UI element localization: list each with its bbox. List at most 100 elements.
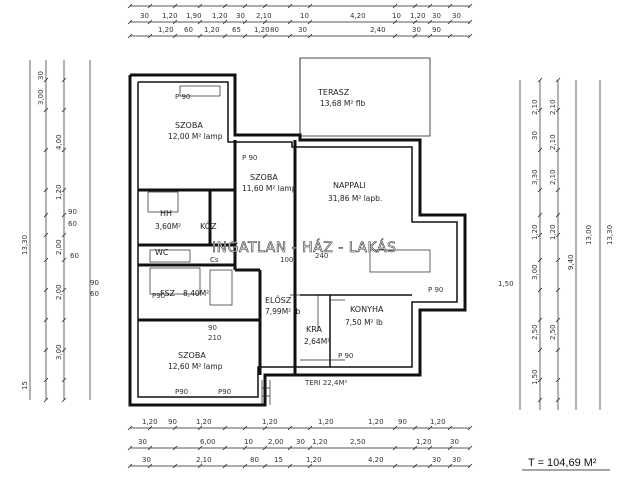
room-wc-name: WC <box>155 248 169 257</box>
right-dim-6: 3,00 <box>531 264 539 280</box>
bottom-dim-3: 1,20 <box>196 418 212 426</box>
bottom-dim-8: 1,20 <box>430 418 446 426</box>
room-fsz-area: 8,40M² <box>183 289 209 298</box>
bottom-dim-4: 1,20 <box>262 418 278 426</box>
right-dim-13: 13,00 <box>585 225 593 245</box>
room-kra-area: 2,64M² <box>304 337 330 346</box>
watermark-text: INGATLAN - HÁZ - LAKÁS <box>212 239 396 256</box>
left-dim-5: 60 <box>68 220 77 228</box>
top-dim-6: 2,10 <box>256 12 272 20</box>
bottom2-dim-5: 30 <box>296 438 305 446</box>
top2-dim-4: 65 <box>232 26 241 34</box>
right-dim-1: 2,10 <box>531 99 539 115</box>
room-labels: TERASZ 13,68 M² flb SZOBA 12,00 M² lamp … <box>155 88 384 371</box>
right-dim-3: 30 <box>531 131 539 140</box>
bottom-dim-5: 1,20 <box>318 418 334 426</box>
bottom2-dim-7: 2,50 <box>350 438 366 446</box>
top-dim-3: 1,90 <box>186 12 202 20</box>
top-dimension-lines <box>127 3 473 39</box>
right-dim-16: 1,50 <box>531 369 539 385</box>
bottom3-dim-8: 30 <box>452 456 461 464</box>
exterior-walls <box>128 73 467 407</box>
bottom-dim-2: 90 <box>168 418 177 426</box>
misc-cs: Cs <box>210 256 219 264</box>
top-dim-1: 30 <box>140 12 149 20</box>
bottom-dim-7: 90 <box>398 418 407 426</box>
room-terasz-name: TERASZ <box>317 88 350 97</box>
bottom3-dim-5: 1,20 <box>306 456 322 464</box>
bottom2-dim-9: 30 <box>450 438 459 446</box>
right-dim-5: 1,20 <box>531 224 539 240</box>
top-dim-2: 1,20 <box>162 12 178 20</box>
top2-dim-7: 30 <box>298 26 307 34</box>
left-dim-13: 15 <box>21 381 29 390</box>
interior-walls <box>138 140 412 375</box>
room-hh-name: HH <box>160 209 172 218</box>
bottom3-dim-1: 30 <box>142 456 151 464</box>
bottom2-dim-4: 2,00 <box>268 438 284 446</box>
right-dim-14: 13,30 <box>606 225 614 245</box>
left-dim-8: 60 <box>90 290 99 298</box>
misc-ter: TERI 22,4M² <box>304 379 347 387</box>
bottom-dim-6: 1,20 <box>368 418 384 426</box>
bottom3-dim-6: 4,20 <box>368 456 384 464</box>
bottom3-dim-3: 80 <box>250 456 259 464</box>
bottom3-dim-4: 15 <box>274 456 283 464</box>
room-szoba3-name: SZOBA <box>178 351 206 360</box>
top-dim-12: 30 <box>452 12 461 20</box>
top2-dim-9: 30 <box>412 26 421 34</box>
misc-ablak: 90 <box>208 324 217 332</box>
left-dim-6: 2,00 <box>55 284 63 300</box>
top-dim-4: 1,20 <box>212 12 228 20</box>
opening-p90-fsz: P90 <box>152 292 165 300</box>
top2-dim-3: 1,20 <box>204 26 220 34</box>
room-fsz-name: FSZ <box>160 289 176 298</box>
left-dim-1: 3,00 <box>37 89 45 105</box>
bottom2-dim-2: 6,00 <box>200 438 216 446</box>
room-szoba1-name: SZOBA <box>175 121 203 130</box>
side-dimension-lines <box>29 60 601 410</box>
terrace <box>299 57 431 137</box>
misc-fp: 240 <box>315 252 328 260</box>
right-dim-2: 2,10 <box>549 99 557 115</box>
room-nappali-area: 31,86 M² lapb. <box>328 194 382 203</box>
room-konyha-area: 7,50 M² lb <box>345 318 383 327</box>
room-koz-name: KÖZ <box>200 221 217 231</box>
bottom-dim-1: 1,20 <box>142 418 158 426</box>
bottom2-dim-8: 1,20 <box>416 438 432 446</box>
right-dim-7: 2,50 <box>531 324 539 340</box>
right-dimension-labels: 2,10 2,10 30 3,30 1,20 3,00 2,50 2,10 2,… <box>498 99 614 385</box>
opening-p90-bottom-left: P90 <box>175 388 188 396</box>
room-konyha-name: KONYHA <box>350 305 384 314</box>
right-dim-4: 3,30 <box>531 169 539 185</box>
room-elosz-name: ELŐSZ <box>265 295 292 305</box>
top-dim-7: 10 <box>300 12 309 20</box>
left-dim-12: 13,30 <box>21 235 29 255</box>
misc-ajto: P 90 <box>242 154 257 162</box>
room-hh-area: 3,60M² <box>155 222 181 231</box>
bottom3-dim-7: 30 <box>432 456 441 464</box>
top-dim-9: 10 <box>392 12 401 20</box>
opening-p90-kitchen: P 90 <box>338 352 353 360</box>
opening-p90-bottom-right: P90 <box>218 388 231 396</box>
room-terasz-area: 13,68 M² flb <box>320 99 365 108</box>
right-dim-10: 1,20 <box>549 224 557 240</box>
top2-dim-6: 80 <box>270 26 279 34</box>
right-dim-9: 2,10 <box>549 169 557 185</box>
left-dim-2: 4,00 <box>55 134 63 150</box>
bottom2-dim-3: 10 <box>244 438 253 446</box>
misc-loft: 100 <box>280 256 293 264</box>
top-dim-8: 4,20 <box>350 12 366 20</box>
top-dim-10: 1,20 <box>410 12 426 20</box>
right-dim-11: 1,50 <box>498 280 514 288</box>
opening-p90-top: P 90 <box>175 93 190 101</box>
bottom3-dim-2: 2,10 <box>196 456 212 464</box>
left-dim-9: 60 <box>70 252 79 260</box>
room-szoba2-area: 11,60 M² lamp <box>242 184 297 193</box>
room-szoba1-area: 12,00 M² lamp <box>168 132 223 141</box>
top2-dim-2: 60 <box>184 26 193 34</box>
room-kra-name: KRA <box>306 325 322 334</box>
room-elosz-area: 7,99M² lb <box>265 307 301 316</box>
bottom2-dim-6: 1,20 <box>312 438 328 446</box>
right-dim-12: 9,40 <box>567 254 575 270</box>
